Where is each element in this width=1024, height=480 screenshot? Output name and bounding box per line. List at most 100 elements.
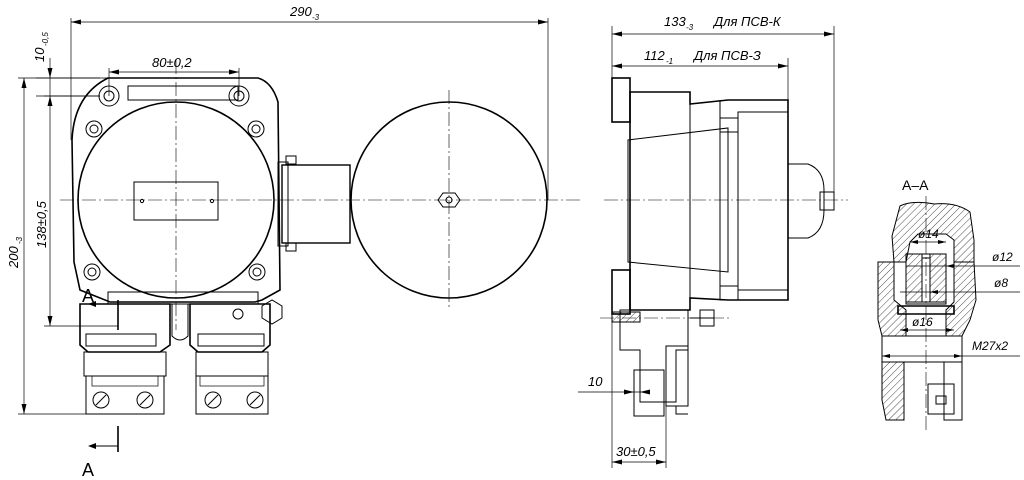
gland-nut-left — [83, 351, 167, 377]
terminal-screw-4-slot — [249, 394, 261, 406]
side-housing-outline — [629, 91, 789, 311]
dim-d8-arrow — [930, 290, 938, 294]
section-seal-hatch-right — [929, 253, 947, 303]
dim-80-value: 80±0,2 — [152, 55, 192, 70]
section-washer — [897, 305, 955, 315]
terminal-screw-2-slot — [139, 394, 151, 406]
dim-10-tol: -0,5 — [41, 32, 50, 46]
section-housing-right — [945, 261, 977, 337]
mount-hole-br-inner — [252, 267, 262, 277]
terminal-screw-1 — [92, 391, 110, 409]
gland-nut-right — [195, 351, 269, 377]
section-lower-body — [881, 335, 963, 363]
front-view: А А — [60, 60, 580, 480]
earth-screw-hex — [261, 299, 283, 325]
gland-plate-right — [197, 333, 265, 347]
section-title: А–А — [902, 177, 929, 193]
side-view — [600, 77, 848, 417]
bell-connector-flange — [277, 161, 289, 247]
connector-screw-bottom — [285, 242, 297, 252]
dim-200-arrow-t — [21, 78, 27, 88]
nameplate-screw-left — [139, 198, 145, 204]
gland-body-right — [189, 303, 271, 353]
bell-bracket-nut — [819, 191, 835, 211]
section-seal-hatch-left — [905, 253, 923, 303]
side-gland-hatch — [611, 311, 641, 323]
dim-d14-arrow-l — [910, 240, 918, 244]
terminal-cap-right — [199, 375, 265, 387]
dim-290-arrow-r — [538, 19, 548, 25]
side-gland-body — [619, 309, 689, 403]
mount-hole-bl — [83, 263, 101, 281]
terminal-screw-1-slot — [95, 394, 107, 406]
mount-hole-mr — [247, 120, 265, 138]
dim-d16-value: ø16 — [912, 315, 933, 329]
section-arrowhead-bottom — [88, 443, 96, 449]
dim-30-arrow-r — [656, 459, 666, 465]
section-housing-left — [877, 261, 907, 337]
dim-side10-arrow-r — [640, 389, 650, 395]
lower-band — [107, 291, 259, 305]
dim-d16-arrow-r — [946, 328, 954, 332]
dim-side10-arrow-l — [624, 389, 634, 395]
dim-112-tol: -1 — [666, 57, 673, 66]
dim-d16-arrow-l — [900, 328, 908, 332]
dim-10-arrow-t — [47, 68, 53, 78]
dim-80-arrow-r — [229, 69, 239, 75]
dim-138-value: 138±0,5 — [34, 200, 49, 248]
bell-bracket — [788, 163, 825, 239]
dim-133-tol: -3 — [686, 23, 694, 32]
side-mount-plate — [611, 77, 631, 123]
connector-screw-top — [285, 155, 297, 165]
dim-30-arrow-l — [612, 459, 622, 465]
mount-hole-ml-inner — [89, 124, 99, 134]
section-terminal-slot — [935, 395, 947, 405]
dim-d14-arrow-r — [938, 240, 946, 244]
side-terminal-clip — [675, 406, 688, 415]
terminal-screw-3-slot — [207, 394, 219, 406]
gland-slot — [171, 304, 189, 341]
side-dimensions: 133 -3 Для ПСВ-К 112 -1 Для ПСВ-З 10 30±… — [578, 14, 835, 468]
side-cover-rim — [737, 111, 789, 291]
mount-hole-br — [248, 263, 266, 281]
dim-138-arrow-b — [47, 316, 53, 326]
mount-hole-ml — [85, 120, 103, 138]
section-a-a: А–А ø14 ø12 ø8 ø16 M — [877, 177, 1020, 430]
mount-hole-mr-inner — [251, 124, 261, 134]
side-terminal-cap — [665, 345, 689, 407]
side-flange-bottom — [719, 285, 739, 301]
gland-plate-left — [85, 333, 157, 347]
terminal-screw-3 — [204, 391, 222, 409]
dim-d12-arrow — [946, 264, 954, 268]
section-housing-top — [891, 201, 975, 263]
dim-112-arrow-l — [612, 63, 622, 69]
section-lower-right — [943, 361, 963, 421]
section-arrowhead-top — [88, 301, 96, 307]
terminal-block-left — [85, 375, 165, 415]
dim-133-value: 133 — [664, 14, 686, 29]
dim-side10-value: 10 — [588, 374, 603, 389]
section-terminal — [927, 383, 955, 415]
earth-symbol — [232, 308, 244, 320]
dim-112-value: 112 — [644, 48, 665, 63]
dim-200-tol: -3 — [15, 236, 24, 244]
section-seal-core — [921, 257, 931, 303]
dim-m27-arrow-r — [954, 354, 962, 358]
dim-d12-value: ø12 — [992, 250, 1013, 264]
section-marker-bottom: А — [82, 460, 94, 480]
dim-290-arrow-l — [71, 19, 81, 25]
side-housing-cover — [627, 127, 729, 273]
top-lug-band — [127, 85, 239, 101]
section-lower-hatch-left — [881, 361, 905, 421]
terminal-screw-4 — [246, 391, 264, 409]
dim-m27-value: M27x2 — [972, 339, 1008, 353]
side-flange-top — [719, 117, 739, 133]
dim-112-note: Для ПСВ-З — [692, 48, 761, 63]
dim-290-tol: -3 — [312, 13, 320, 22]
front-housing-outline — [71, 77, 281, 303]
dim-290-value: 290 — [289, 4, 312, 19]
dim-200-value: 200 — [6, 246, 21, 269]
dim-80-arrow-l — [109, 69, 119, 75]
dim-133-arrow-r — [824, 31, 834, 37]
